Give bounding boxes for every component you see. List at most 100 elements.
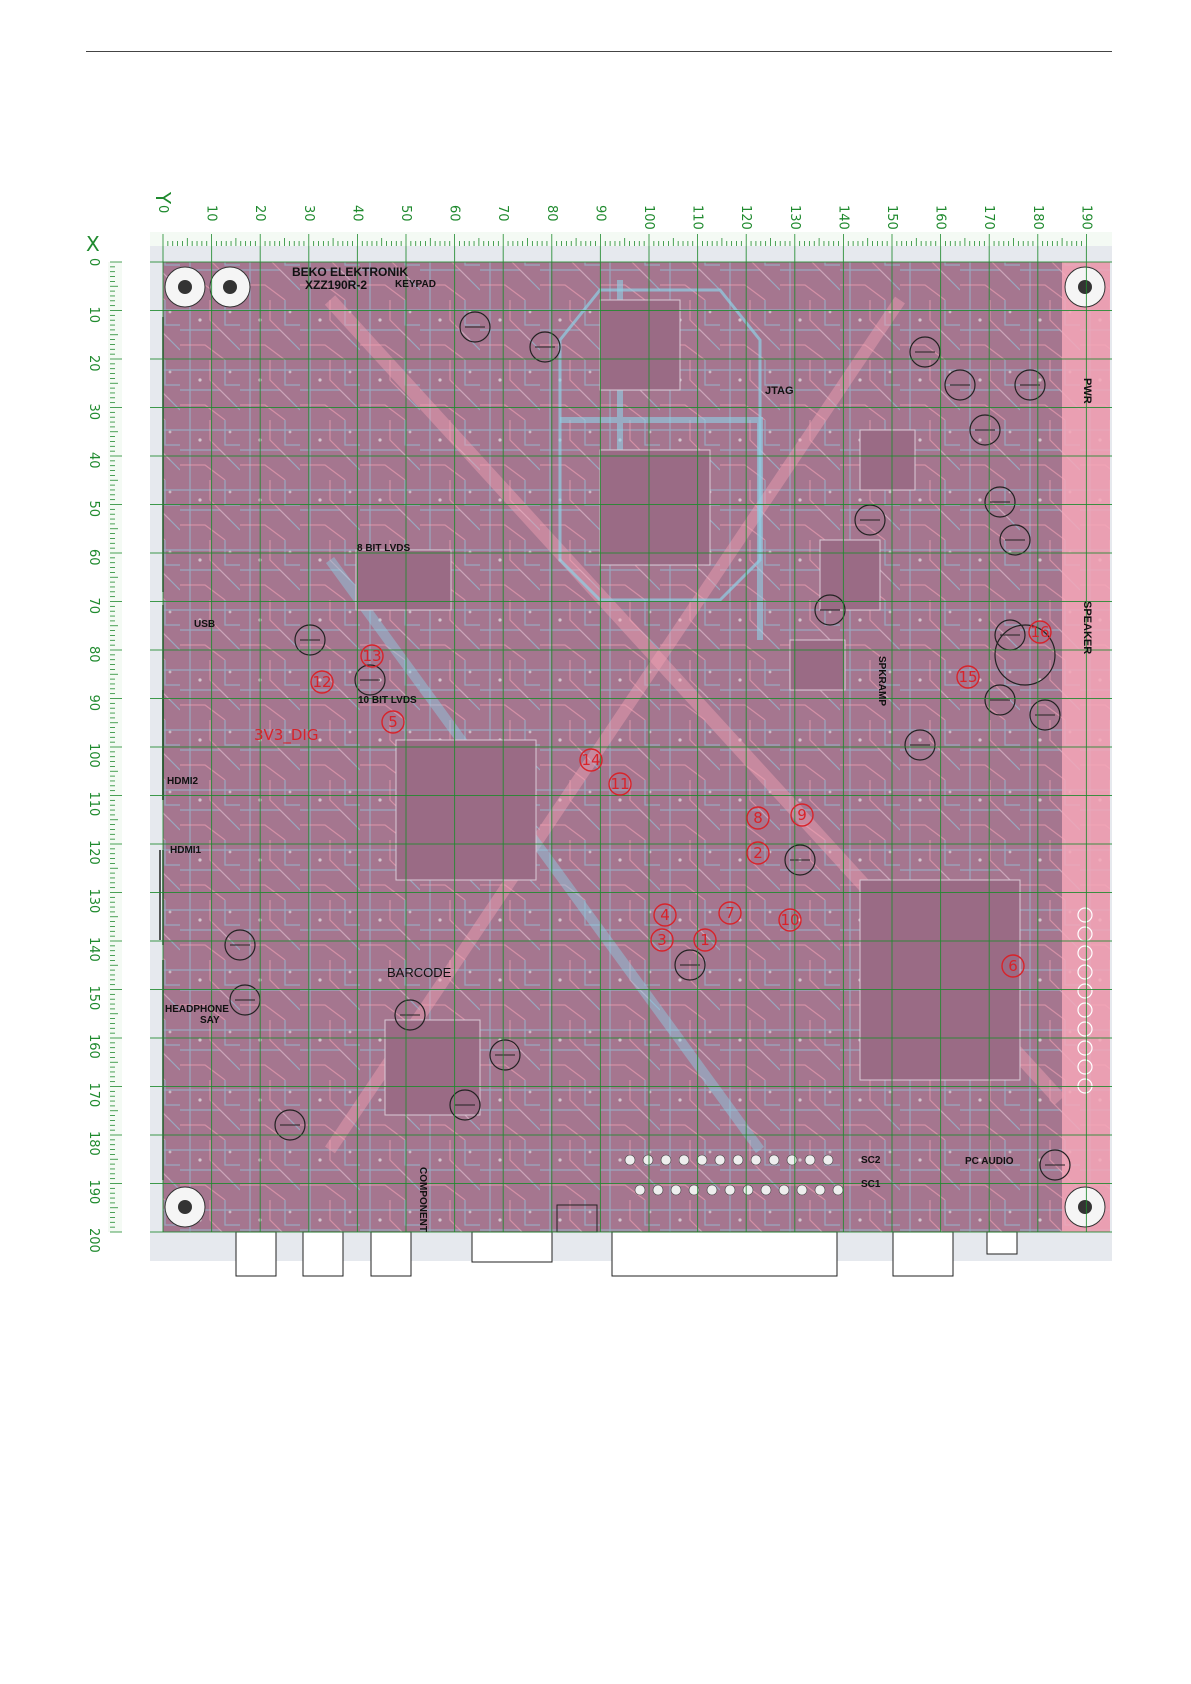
x-tick-label: 50	[86, 501, 101, 518]
y-tick-label: 100	[641, 205, 656, 230]
connector-pin	[760, 1184, 772, 1196]
hdmi1-label: HDMI1	[170, 845, 202, 856]
callout-marker-number: 11	[610, 775, 629, 793]
callout-marker-circle	[790, 803, 814, 827]
spkramp-label: SPKRAMP	[876, 656, 887, 706]
callout-marker-number: 16	[1030, 623, 1049, 641]
y-tick-label: 30	[301, 205, 316, 222]
ic-chip	[859, 429, 916, 491]
pcb-board	[150, 246, 1112, 1277]
x-tick-label: 190	[86, 1180, 101, 1205]
connector-pin	[1077, 983, 1093, 999]
capacitor	[969, 414, 1001, 446]
capacitor	[354, 664, 386, 696]
x-tick-label: 40	[86, 452, 101, 469]
capacitor	[984, 684, 1016, 716]
ic-chip	[599, 299, 681, 391]
sc2-label: SC2	[861, 1155, 881, 1166]
callout-marker-circle	[718, 901, 742, 925]
connector-pin	[1077, 1059, 1093, 1075]
component-label: COMPONENT	[417, 1167, 428, 1232]
lvds8-label: 8 BIT LVDS	[357, 543, 410, 554]
usb-label: USB	[194, 619, 215, 630]
ic-chip	[789, 639, 846, 691]
x-axis-letter: X	[86, 232, 100, 256]
capacitor	[449, 1089, 481, 1121]
connector-pin	[634, 1184, 646, 1196]
capacitor	[1039, 1149, 1071, 1181]
callout-marker-circle	[381, 710, 405, 734]
x-tick-label: 20	[86, 355, 101, 372]
connector-pin	[1077, 945, 1093, 961]
ic-chip	[599, 449, 711, 566]
capacitor	[909, 336, 941, 368]
connector-pin	[814, 1184, 826, 1196]
callout-marker-circle	[746, 806, 770, 830]
edge-connector	[235, 1231, 277, 1277]
callout-marker-number: 13	[362, 647, 381, 665]
callout-marker-number: 14	[581, 751, 600, 769]
connector-pin	[724, 1184, 736, 1196]
model-label: XZZ190R-2	[305, 278, 367, 292]
edge-connector	[986, 1231, 1018, 1255]
connector-pin	[742, 1184, 754, 1196]
capacitor	[224, 929, 256, 961]
board-labels: BEKO ELEKTRONIK XZZ190R-2 KEYPAD JTAG PW…	[165, 265, 1093, 1232]
capacitor	[529, 331, 561, 363]
capacitor	[1014, 369, 1046, 401]
top-rule	[86, 51, 1112, 52]
connector-pin	[804, 1154, 816, 1166]
x-tick-label: 180	[86, 1131, 101, 1156]
top-ruler-strip	[150, 232, 1112, 246]
y-tick-label: 110	[690, 205, 705, 230]
mounting-hole-center	[223, 280, 237, 294]
connector-pin	[1077, 907, 1093, 923]
y-tick-label: 160	[933, 205, 948, 230]
callout-marker-number: 12	[312, 673, 331, 691]
lvds10-label: 10 BIT LVDS	[358, 695, 417, 706]
coordinate-grid	[150, 246, 1112, 1233]
y-tick-label: 180	[1030, 205, 1045, 230]
connector-pin	[688, 1184, 700, 1196]
x-tick-label: 30	[86, 404, 101, 421]
barcode-label: BARCODE	[387, 965, 452, 980]
callout-marker-circle	[693, 928, 717, 952]
y-tick-label: 130	[787, 205, 802, 230]
capacitor	[1029, 699, 1061, 731]
ic-outline	[558, 288, 762, 602]
y-tick-label: 170	[981, 205, 996, 230]
capacitor	[674, 949, 706, 981]
x-tick-label: 120	[86, 840, 101, 865]
callout-marker-circle	[360, 644, 384, 668]
y-tick-label: 50	[398, 205, 413, 222]
callout-marker-number: 7	[725, 904, 735, 922]
capacitor	[999, 524, 1031, 556]
x-tick-label: 60	[86, 549, 101, 566]
x-tick-label: 140	[86, 937, 101, 962]
callout-marker-circle	[1001, 954, 1025, 978]
connector-pin	[678, 1154, 690, 1166]
callout-marker-number: 9	[797, 806, 807, 824]
speaker-label: SPEAKER	[1081, 601, 1093, 654]
ic-chip	[384, 1019, 481, 1116]
y-tick-label: 20	[252, 205, 267, 222]
capacitor	[984, 486, 1016, 518]
x-tick-label: 80	[86, 646, 101, 663]
connector-pin	[786, 1154, 798, 1166]
capacitor	[274, 1109, 306, 1141]
callout-marker-circle	[650, 928, 674, 952]
x-tick-label: 200	[86, 1228, 101, 1253]
maker-label: BEKO ELEKTRONIK	[292, 265, 408, 279]
ic-chip	[859, 879, 1021, 1081]
capacitor	[489, 1039, 521, 1071]
x-tick-label: 70	[86, 598, 101, 615]
connector-pin	[768, 1154, 780, 1166]
x-tick-label: 100	[86, 743, 101, 768]
x-tick-label: 110	[86, 792, 101, 817]
y-tick-label: 140	[835, 205, 850, 230]
keypad-label: KEYPAD	[395, 279, 436, 290]
y-tick-label: 40	[349, 205, 364, 222]
v3-dig-label: 3V3_DIG	[254, 726, 318, 745]
callout-marker-number: 6	[1008, 957, 1018, 975]
